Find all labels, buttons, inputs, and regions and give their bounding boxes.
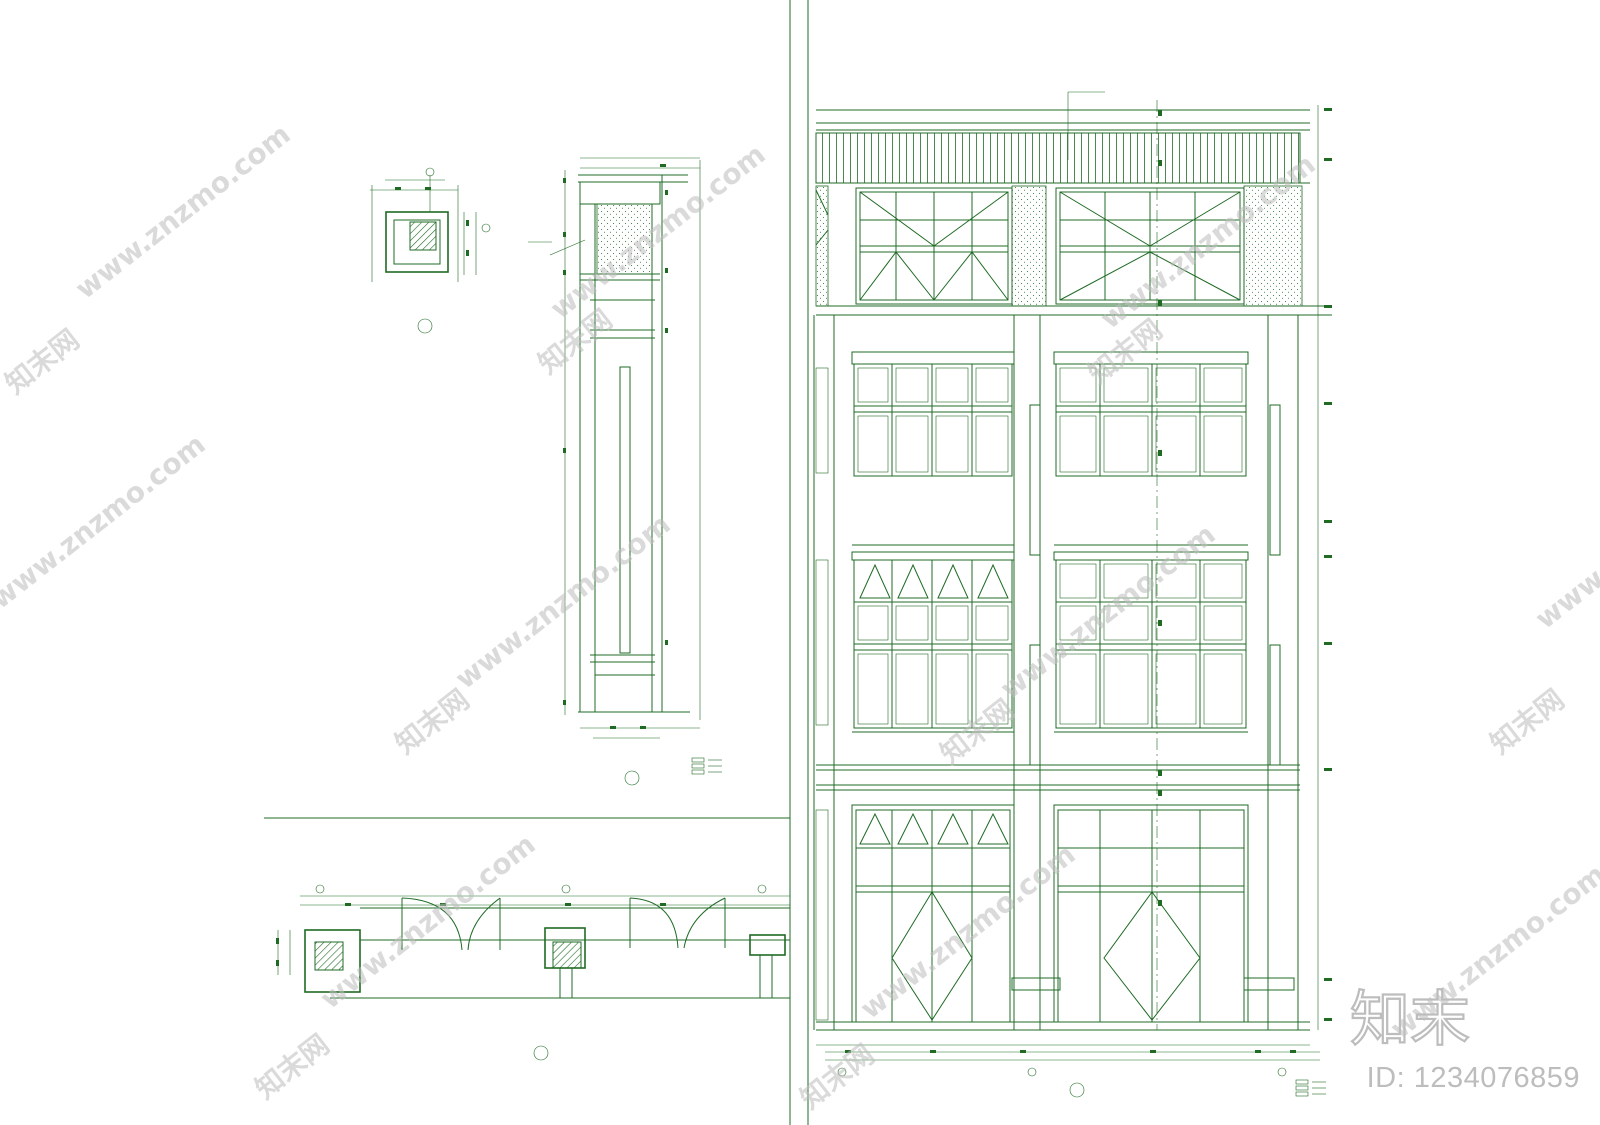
lattice-panel-right [1055, 187, 1245, 305]
watermark-site-6: www.znzmo.com [994, 518, 1222, 706]
brand-logo-text: 知末 [1350, 985, 1470, 1052]
watermark-site-7: www.znzmo.com [1529, 448, 1600, 636]
watermark-site-1: www.znzmo.com [69, 118, 297, 306]
door-lower-left [851, 804, 1015, 1023]
facade-edge-left [815, 367, 829, 1021]
watermark-layer: www.znzmo.com 知末网 www.znzmo.com 知末网 www.… [0, 118, 1600, 1116]
window-middle-left [851, 551, 1015, 733]
watermark-brand-7: 知末网 [1484, 683, 1571, 761]
window-middle-right [1053, 551, 1249, 733]
column-section-detail [528, 157, 701, 786]
door-lower-right [1011, 804, 1295, 1023]
pilasters [813, 315, 1299, 1030]
section-detail-marker [624, 770, 640, 786]
plan-detail-marker [417, 318, 433, 334]
column-plan-detail [370, 167, 491, 334]
watermark-site-8: www.znzmo.com [314, 828, 542, 1016]
facade-elevation [813, 91, 1332, 1098]
watermark-brand-5: 知末网 [389, 683, 476, 761]
watermark-site-2: www.znzmo.com [544, 138, 772, 326]
watermark-brand-1: 知末网 [0, 323, 86, 401]
brand-id-label: ID: 1234076859 [1366, 1062, 1580, 1094]
watermark-site-5: www.znzmo.com [449, 508, 677, 696]
legend-right [1295, 1079, 1326, 1097]
elevation-marker [1069, 1082, 1085, 1098]
window-upper-right [1053, 351, 1249, 546]
plan-strip-marker [533, 1045, 549, 1061]
window-upper-left [851, 351, 1015, 546]
watermark-brand-8: 知末网 [249, 1028, 336, 1106]
lattice-panel-left [855, 187, 1013, 305]
legend-left [691, 757, 722, 775]
brand-logo: 知末 [1350, 984, 1471, 1052]
watermark-site-4: www.znzmo.com [0, 428, 212, 616]
watermark-brand-9: 知末网 [794, 1038, 881, 1116]
watermark-site-9: www.znzmo.com [854, 838, 1082, 1026]
sheet-dividers [264, 0, 809, 1125]
plan-strip-detail [276, 884, 790, 1061]
